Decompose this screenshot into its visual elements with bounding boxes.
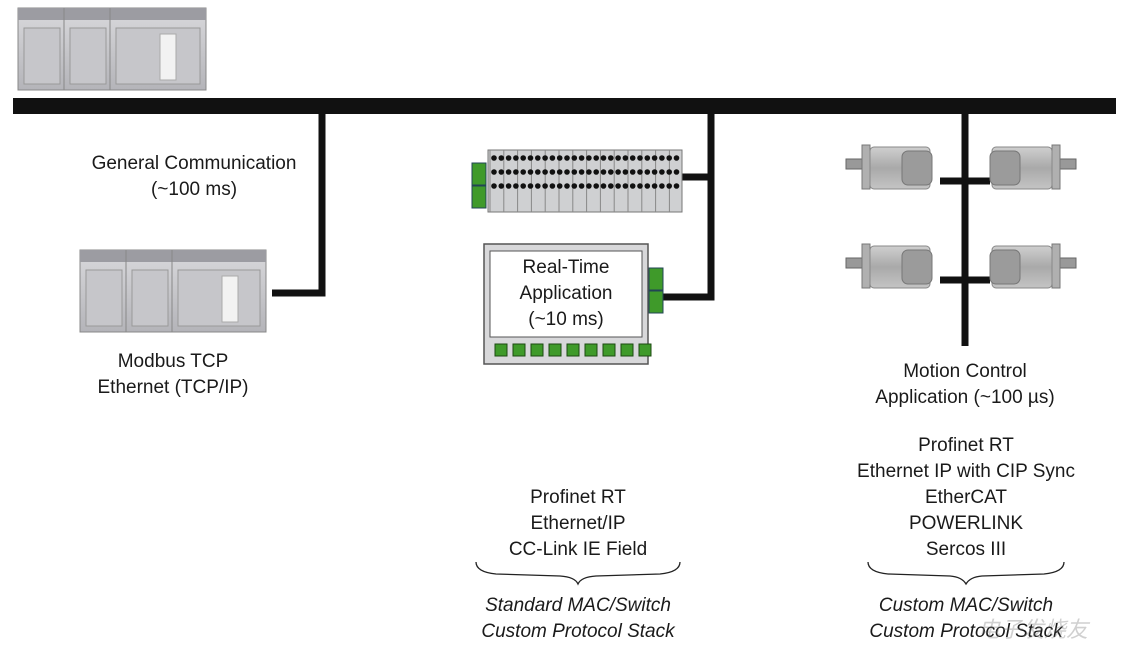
realtime-protocol: Ethernet/IP — [530, 513, 626, 534]
servo-motor-icon — [989, 144, 1077, 190]
motion-impl-line2: Custom Protocol Stack — [869, 621, 1063, 642]
general-comm-label: General Communication (~100 ms) — [78, 151, 310, 203]
motion-title-line2: Application (~100 µs) — [875, 387, 1055, 408]
realtime-protocol: CC-Link IE Field — [508, 539, 648, 560]
realtime-box-line3: (~10 ms) — [528, 309, 604, 330]
motion-protocol: Ethernet IP with CIP Sync — [857, 461, 1075, 482]
motion-protocol: POWERLINK — [908, 513, 1024, 534]
realtime-device-icon — [483, 243, 664, 365]
realtime-impl-line1: Standard MAC/Switch — [485, 595, 671, 616]
io-rack-icon — [471, 149, 683, 213]
plc-top-icon — [17, 7, 207, 91]
modbus-line1: Modbus TCP — [117, 351, 229, 372]
realtime-brace — [475, 561, 681, 586]
servo-motor-icon — [845, 144, 933, 190]
watermark: 电子发烧友 — [978, 617, 1089, 642]
modbus-label: Modbus TCP Ethernet (TCP/IP) — [72, 349, 274, 401]
servo-motor-icon — [989, 243, 1077, 289]
motion-protocol: Profinet RT — [918, 435, 1014, 456]
general-comm-latency: (~100 ms) — [150, 179, 238, 200]
servo-motor-icon — [845, 243, 933, 289]
realtime-box-line2: Application — [519, 283, 613, 304]
motion-title-label: Motion Control Application (~100 µs) — [852, 359, 1078, 411]
modbus-line2: Ethernet (TCP/IP) — [97, 377, 249, 398]
ethernet-bus — [13, 98, 1116, 114]
motion-implementation: Custom MAC/Switch Custom Protocol Stack — [842, 593, 1090, 645]
plc-modbus-icon — [79, 249, 267, 333]
realtime-implementation: Standard MAC/Switch Custom Protocol Stac… — [450, 593, 706, 645]
motion-protocol: EtherCAT — [924, 487, 1007, 508]
realtime-box-label: Real-Time Application (~10 ms) — [490, 251, 642, 337]
realtime-protocols: Profinet RT Ethernet/IP CC-Link IE Field — [478, 485, 678, 563]
realtime-impl-line2: Custom Protocol Stack — [481, 621, 675, 642]
realtime-protocol: Profinet RT — [530, 487, 626, 508]
motion-protocols: Profinet RT Ethernet IP with CIP Sync Et… — [836, 433, 1096, 563]
motion-title-line1: Motion Control — [903, 361, 1027, 382]
motion-protocol: Sercos III — [925, 539, 1007, 560]
general-comm-title: General Communication — [91, 153, 297, 174]
motion-brace — [867, 561, 1065, 586]
general-drop-line — [272, 114, 326, 297]
motion-impl-line1: Custom MAC/Switch — [878, 595, 1054, 616]
realtime-box-line1: Real-Time — [522, 257, 610, 278]
